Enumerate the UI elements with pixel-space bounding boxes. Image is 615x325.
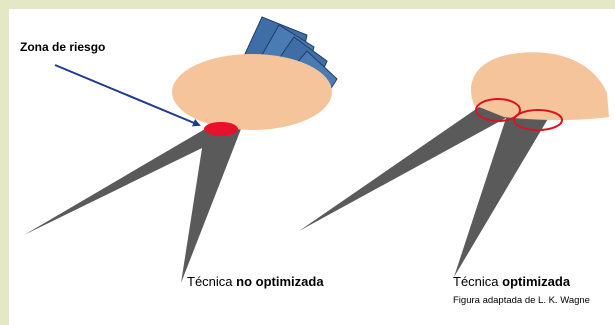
left-panel-unoptimized xyxy=(24,17,337,283)
caption-prefix: Técnica xyxy=(187,274,233,289)
caption-unoptimized: Técnica no optimizada xyxy=(187,274,324,289)
caption-emphasis: no optimizada xyxy=(236,274,323,289)
slide: Zona de riesgo Técnica no optimizada Téc… xyxy=(9,9,615,325)
risk-zone-label: Zona de riesgo xyxy=(20,40,105,54)
caption-emphasis: optimizada xyxy=(502,274,570,289)
caption-prefix: Técnica xyxy=(453,274,499,289)
patient-body xyxy=(172,54,332,130)
right-panel-optimized xyxy=(299,52,609,277)
risk-zone-marker xyxy=(204,122,238,136)
caption-optimized: Técnica optimizada xyxy=(453,274,570,289)
figure-credit: Figura adaptada de L. K. Wagne xyxy=(453,295,590,306)
